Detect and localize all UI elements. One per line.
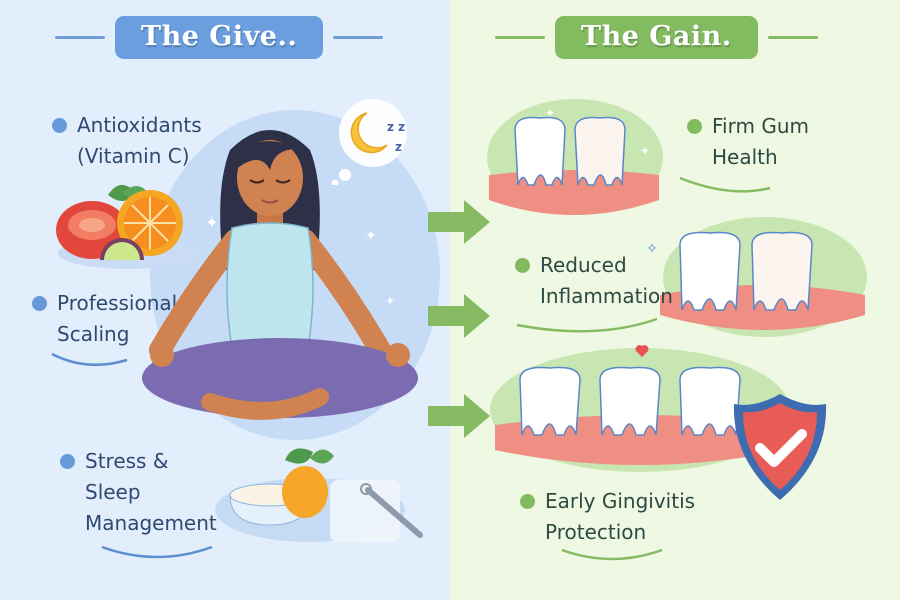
svg-text:z z: z z (387, 120, 405, 134)
divider (495, 36, 545, 39)
teeth-row-icon (490, 345, 790, 472)
bullet-icon (60, 454, 75, 469)
item-label: Professional Scaling (57, 291, 178, 346)
dental-scaler-icon (215, 448, 423, 542)
svg-text:✧: ✧ (646, 241, 658, 257)
gain-item-reduced-inflammation: Reduced Inflammation (515, 250, 673, 312)
arrow-right-icon (428, 394, 490, 438)
give-item-stress-sleep: Stress & Sleep Management (60, 446, 217, 539)
swoosh-line (51, 352, 128, 366)
give-panel: The Give.. Antioxidants (Vitamin C) Prof… (0, 0, 450, 600)
bullet-icon (687, 119, 702, 134)
gain-item-firm-gum: Firm Gum Health (687, 111, 809, 173)
gain-header: The Gain. (495, 16, 818, 59)
bullet-icon (520, 494, 535, 509)
divider (767, 36, 818, 39)
give-item-scaling: Professional Scaling (32, 288, 177, 350)
swoosh-line (101, 545, 213, 559)
gain-title: The Gain. (555, 16, 758, 59)
item-label: Antioxidants (Vitamin C) (77, 113, 202, 168)
bullet-icon (52, 118, 67, 133)
healthy-teeth-icon: ✦ ✦ (487, 99, 663, 215)
svg-text:z: z (395, 140, 402, 154)
give-header: The Give.. (55, 16, 384, 59)
swoosh-line (679, 176, 771, 193)
meditating-woman-illustration: ✦ ✦ ✦ (142, 130, 418, 420)
svg-text:✦: ✦ (545, 106, 555, 120)
swoosh-line (561, 548, 663, 561)
sleep-moon-icon: z z z (331, 99, 407, 185)
item-label: Reduced Inflammation (540, 253, 673, 308)
item-label: Stress & Sleep Management (85, 449, 217, 535)
teeth-gums-icon: ✧ (646, 217, 867, 337)
item-label: Early Gingivitis Protection (545, 489, 696, 544)
divider (333, 36, 384, 39)
citrus-fruits-icon (56, 184, 198, 269)
svg-text:✦: ✦ (385, 294, 395, 308)
swoosh-line (516, 317, 658, 333)
arrow-right-icon (428, 294, 490, 338)
gain-item-gingivitis-protection: Early Gingivitis Protection (520, 486, 695, 548)
arrow-right-icon (428, 200, 490, 244)
bullet-icon (515, 258, 530, 273)
svg-text:✦: ✦ (205, 213, 218, 232)
shield-check-icon (733, 394, 827, 500)
give-item-antioxidants: Antioxidants (Vitamin C) (52, 110, 202, 172)
divider (55, 36, 105, 39)
give-title: The Give.. (115, 16, 324, 59)
bullet-icon (32, 296, 47, 311)
gain-panel: The Gain. ✦ ✦ Firm Gum Health ✧ Reduced … (450, 0, 900, 600)
item-label: Firm Gum Health (712, 114, 809, 169)
svg-text:✦: ✦ (640, 144, 650, 158)
svg-text:✦: ✦ (365, 228, 377, 244)
